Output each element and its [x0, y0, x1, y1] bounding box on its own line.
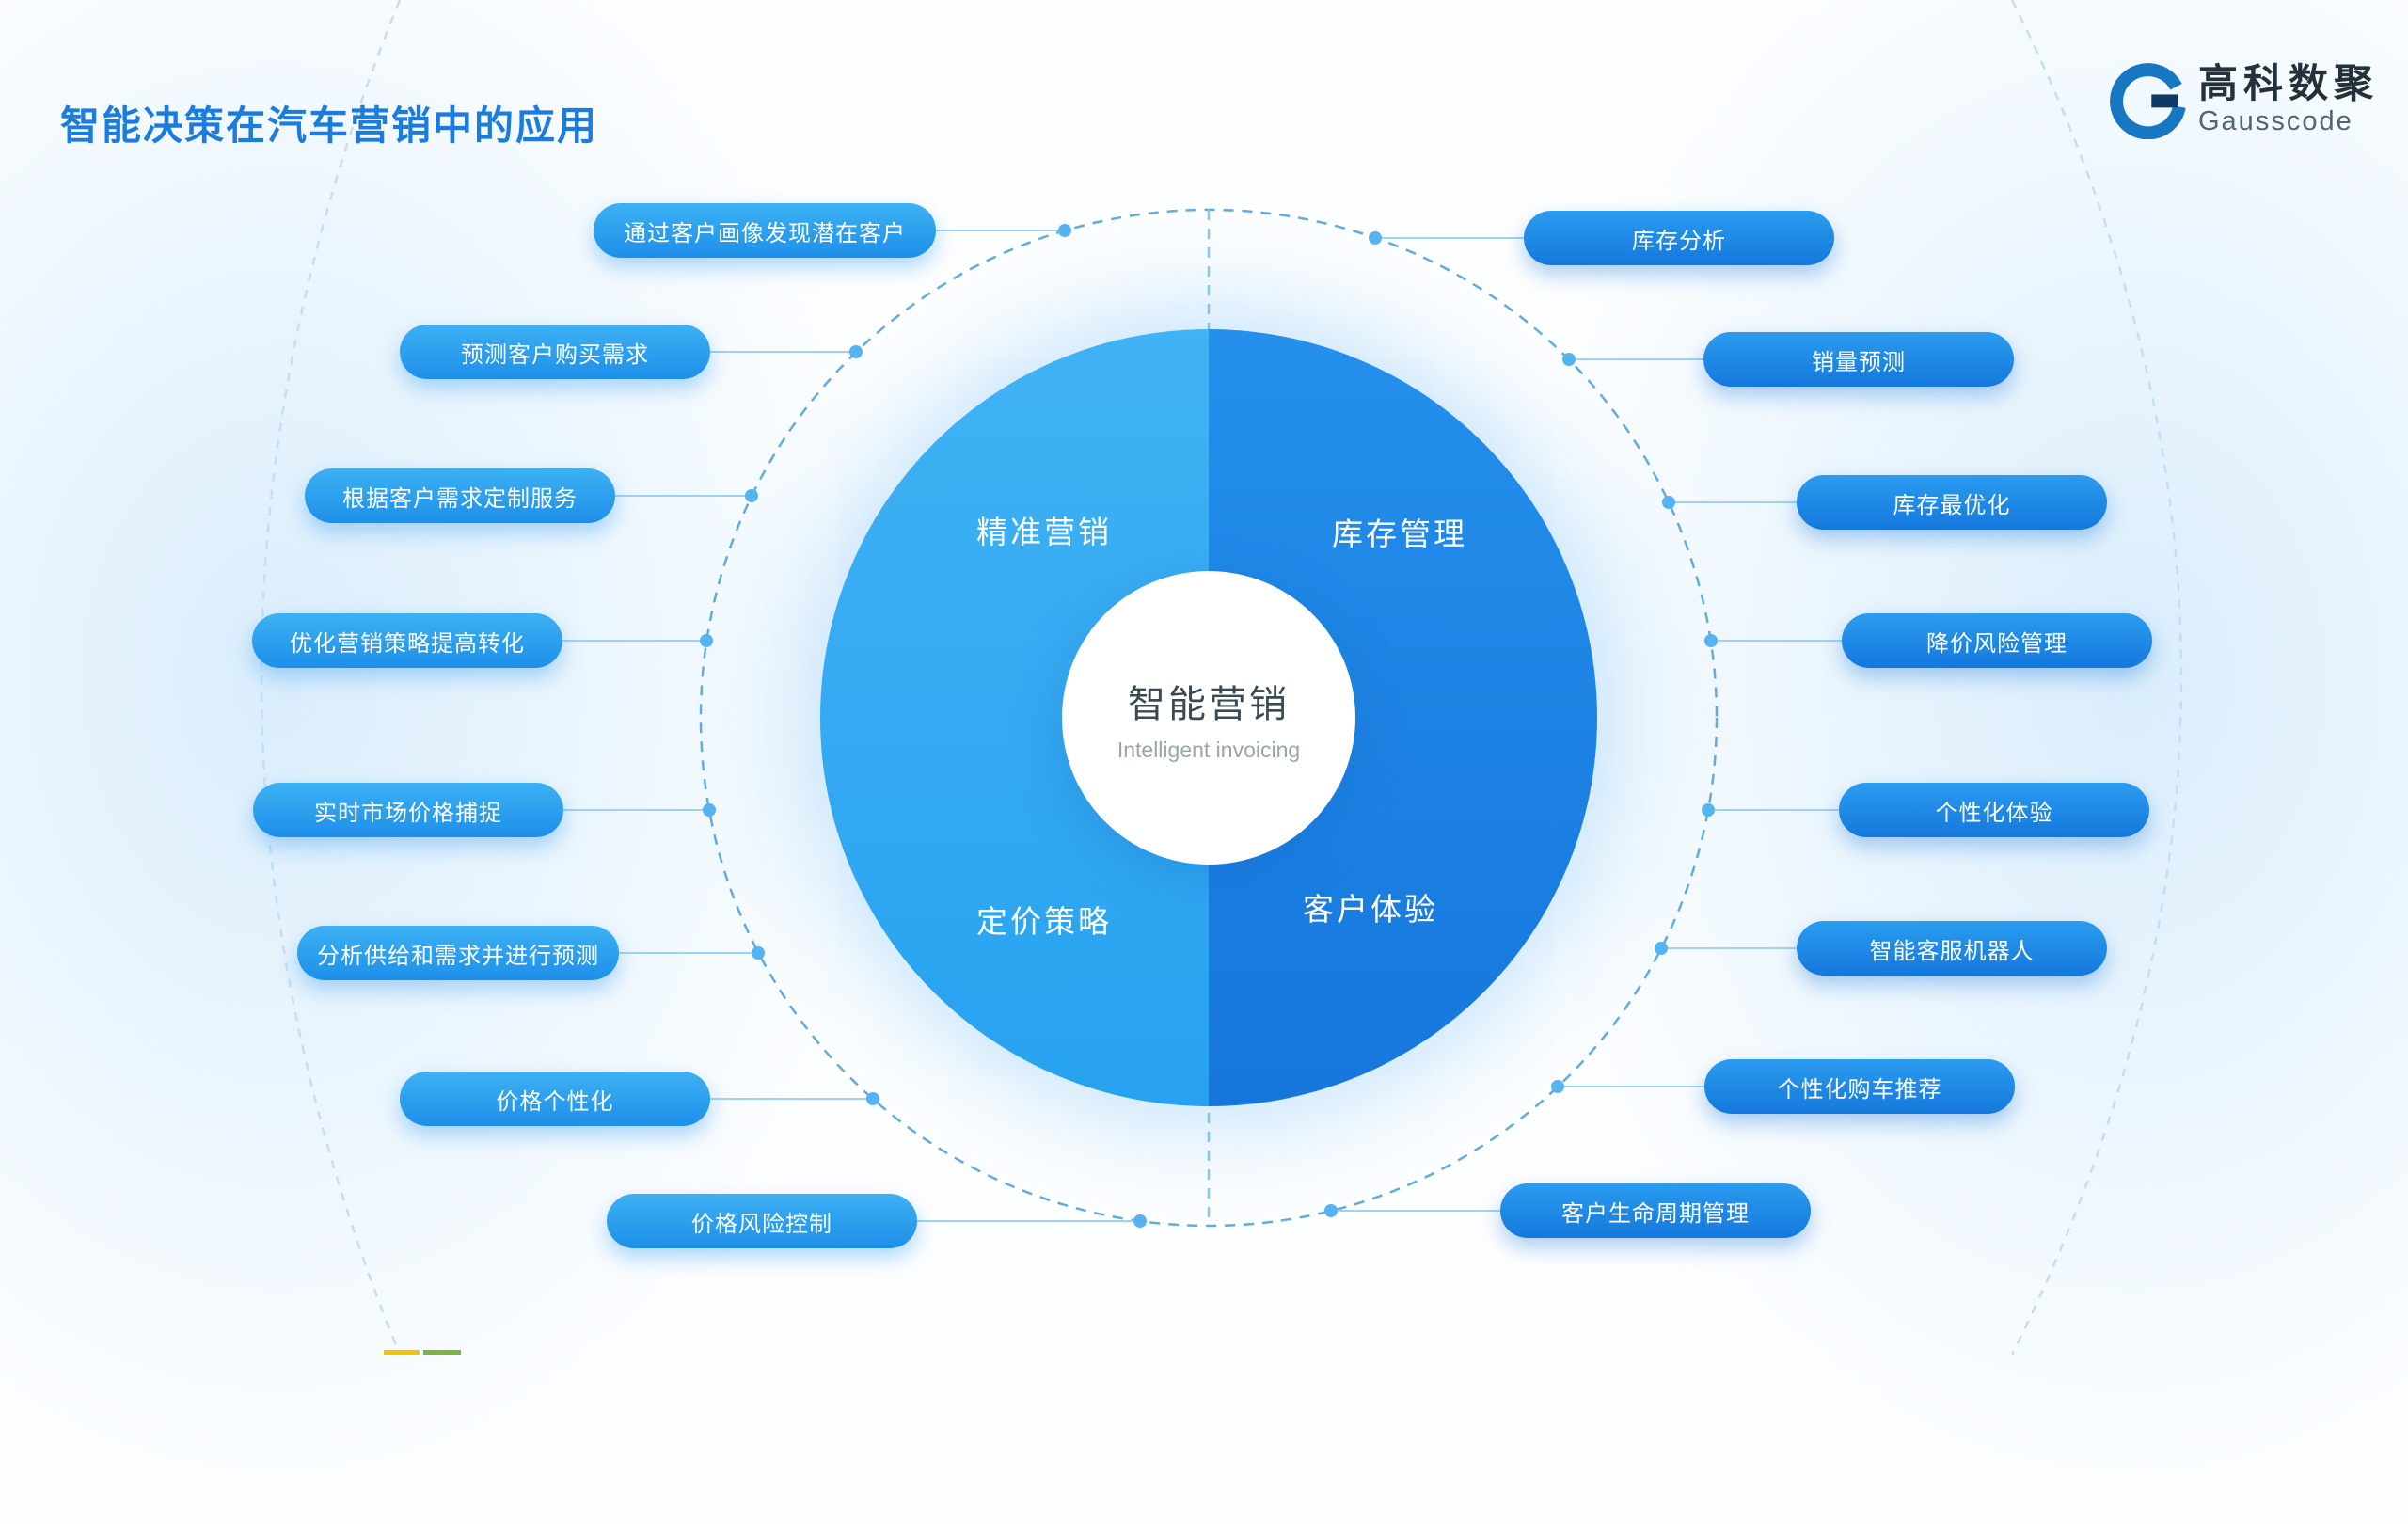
- feature-pill-right-7: 个性化购车推荐: [1704, 1059, 2015, 1114]
- background-dashed-arcs: [260, 0, 2183, 1355]
- feature-pill-left-5: 实时市场价格捕捉: [253, 783, 563, 837]
- center-hub: 智能营销 Intelligent invoicing: [1062, 571, 1355, 865]
- feature-pill-right-2: 销量预测: [1703, 332, 2014, 387]
- feature-pill-right-4: 降价风险管理: [1842, 613, 2152, 668]
- feature-pill-right-3: 库存最优化: [1797, 475, 2107, 530]
- quadrant-label-customer-experience: 客户体验: [1303, 892, 1438, 927]
- logo: 高科数聚 Gausscode: [2110, 61, 2380, 139]
- feature-pill-left-7: 价格个性化: [400, 1072, 710, 1126]
- feature-pill-left-3: 根据客户需求定制服务: [305, 468, 615, 523]
- feature-pill-left-6: 分析供给和需求并进行预测: [297, 926, 619, 980]
- feature-pill-left-2: 预测客户购买需求: [400, 325, 710, 379]
- gausscode-g-icon: [2110, 63, 2186, 139]
- feature-pill-left-8: 价格风险控制: [607, 1194, 917, 1248]
- feature-pill-right-8: 客户生命周期管理: [1500, 1183, 1811, 1238]
- feature-pill-right-6: 智能客服机器人: [1797, 921, 2107, 976]
- center-subtitle: Intelligent invoicing: [1117, 737, 1301, 762]
- feature-pill-left-1: 通过客户画像发现潜在客户: [594, 203, 936, 258]
- page-title: 智能决策在汽车营销中的应用: [60, 103, 599, 148]
- feature-pill-right-1: 库存分析: [1524, 211, 1834, 265]
- logo-name: 高科数聚: [2198, 61, 2380, 105]
- bottom-strip-green: [423, 1350, 461, 1355]
- quadrant-label-precision-marketing: 精准营销: [976, 515, 1112, 549]
- logo-subtitle: Gausscode: [2198, 106, 2353, 137]
- feature-pill-right-5: 个性化体验: [1839, 783, 2149, 837]
- quadrant-label-inventory-management: 库存管理: [1332, 516, 1467, 551]
- quadrant-label-pricing-strategy: 定价策略: [976, 904, 1112, 939]
- feature-pill-left-4: 优化营销策略提高转化: [252, 613, 562, 668]
- bottom-strip-yellow: [384, 1350, 420, 1355]
- center-title: 智能营销: [1128, 683, 1290, 725]
